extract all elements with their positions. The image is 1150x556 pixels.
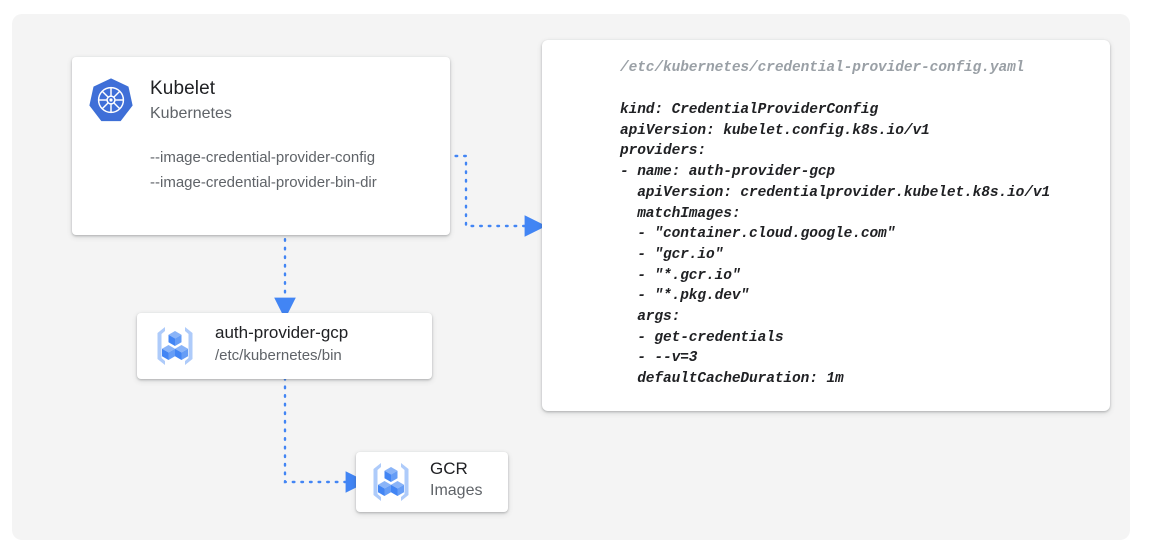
config-yaml-line: defaultCacheDuration: 1m	[620, 371, 844, 388]
kubelet-flag-config: --image-credential-provider-config	[150, 149, 376, 166]
gcr-title: GCR	[430, 459, 468, 478]
config-file-path: /etc/kubernetes/credential-provider-conf…	[620, 60, 1025, 76]
auth-provider-card[interactable]: auth-provider-gcp /etc/kubernetes/bin	[137, 313, 432, 379]
config-yaml-line: providers:	[620, 143, 707, 160]
config-yaml-body: kind: CredentialProviderConfig apiVersion…	[620, 100, 1050, 390]
kubelet-flag-bin-dir: --image-credential-provider-bin-dir	[150, 174, 377, 191]
config-yaml-line: matchImages:	[620, 205, 741, 222]
config-yaml-line: - --v=3	[620, 350, 698, 367]
auth-provider-title: auth-provider-gcp	[215, 323, 349, 342]
container-registry-icon	[373, 463, 409, 501]
container-registry-icon	[157, 327, 193, 365]
kubelet-subtitle: Kubernetes	[150, 105, 232, 122]
config-yaml-line: - "*.gcr.io"	[620, 267, 741, 284]
config-yaml-line: - name: auth-provider-gcp	[620, 164, 836, 181]
gcr-card[interactable]: GCR Images	[356, 452, 508, 512]
auth-provider-subtitle: /etc/kubernetes/bin	[215, 347, 342, 364]
gcr-subtitle: Images	[430, 482, 483, 499]
kubelet-title: Kubelet	[150, 78, 216, 99]
config-yaml-line: apiVersion: credentialprovider.kubelet.k…	[620, 184, 1051, 201]
config-yaml-line: apiVersion: kubelet.config.k8s.io/v1	[620, 122, 930, 139]
config-yaml-line: - "container.cloud.google.com"	[620, 226, 896, 243]
config-yaml-line: - "*.pkg.dev"	[620, 288, 750, 305]
config-yaml-line: kind: CredentialProviderConfig	[620, 102, 879, 118]
kubernetes-logo-icon	[89, 78, 133, 122]
config-yaml-line: args:	[620, 309, 681, 326]
kubelet-flags: --image-credential-provider-config --ima…	[150, 145, 377, 195]
kubelet-card[interactable]: Kubelet Kubernetes --image-credential-pr…	[72, 57, 450, 235]
config-yaml-line: - get-credentials	[620, 329, 784, 346]
config-yaml-line: - "gcr.io"	[620, 246, 724, 263]
credential-provider-config-panel[interactable]: /etc/kubernetes/credential-provider-conf…	[542, 40, 1110, 411]
